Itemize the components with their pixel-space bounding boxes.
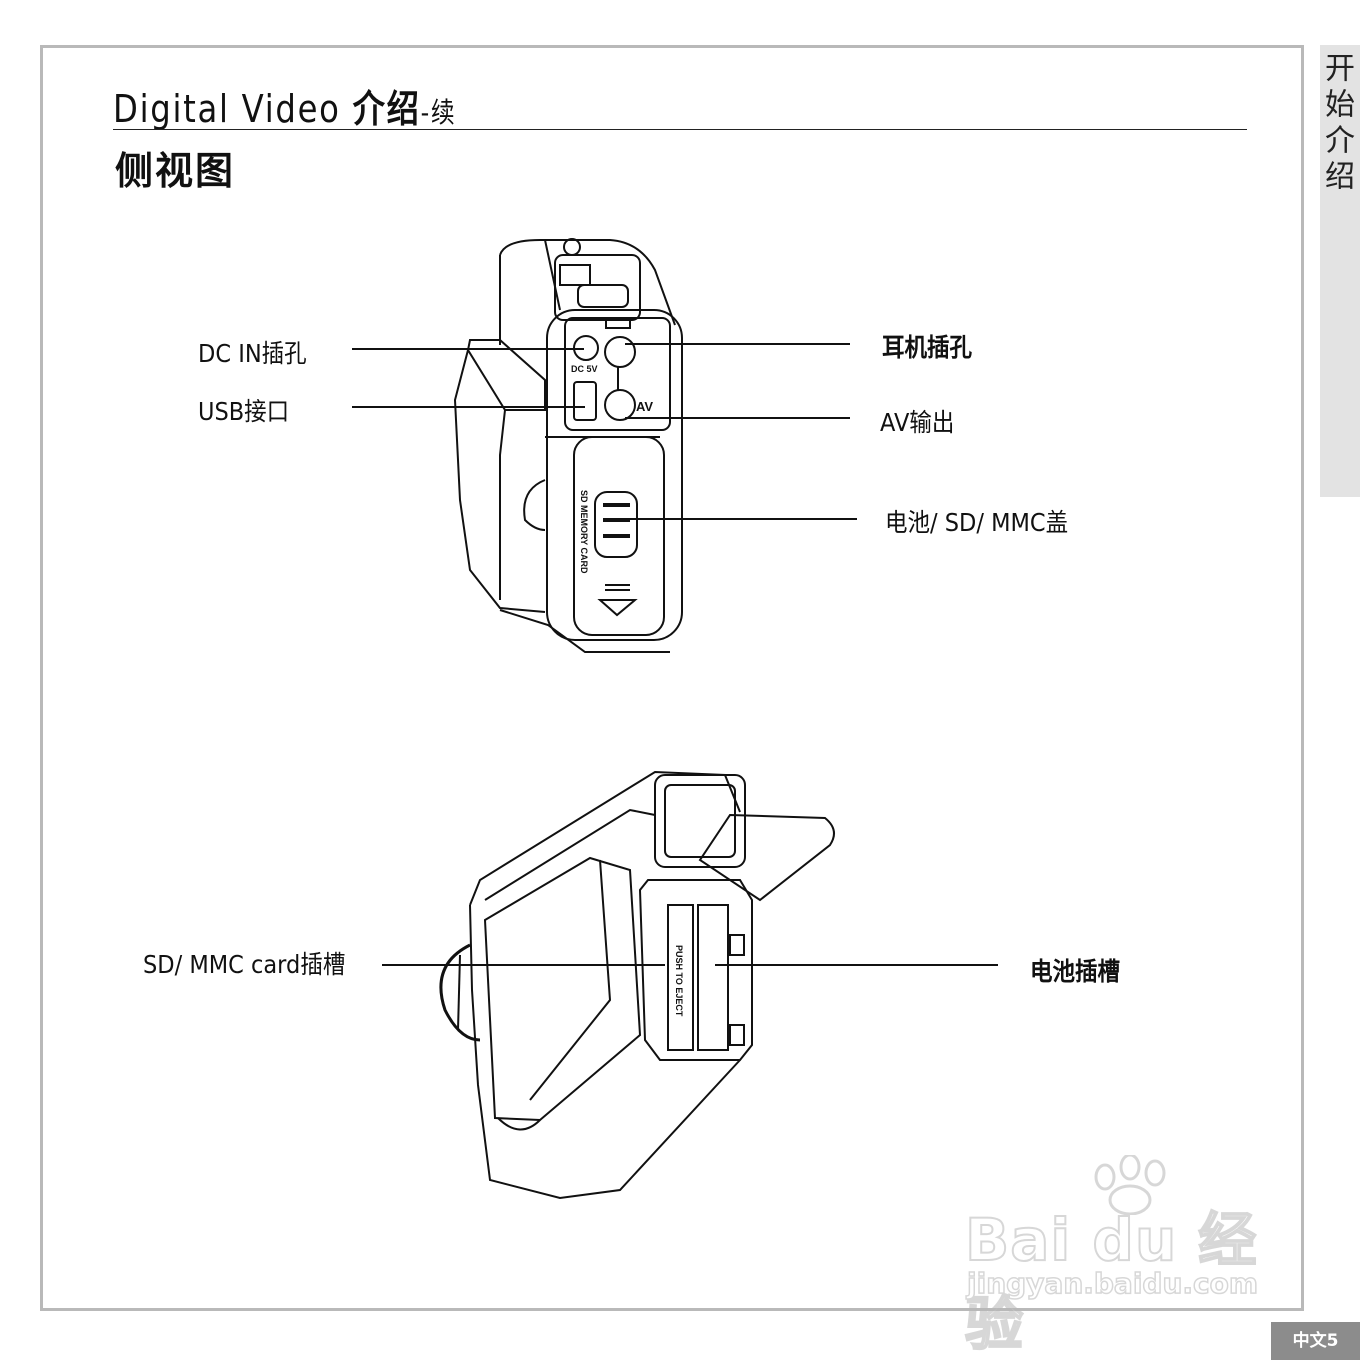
battery-cover-label: 电池/ SD/ MMC盖 bbox=[885, 508, 1069, 537]
page-number: 中文5 bbox=[1271, 1322, 1360, 1360]
dc-jack-print: DC 5V bbox=[571, 364, 598, 374]
dc-in-label: DC IN插孔 bbox=[198, 339, 307, 368]
watermark-url: jingyan.baidu.com bbox=[966, 1266, 1259, 1301]
paw-icon bbox=[1094, 1155, 1166, 1215]
open-compartment-drawing bbox=[439, 770, 835, 1200]
section-title: 侧视图 bbox=[115, 149, 236, 193]
page-header: Digital Video 介绍-续 bbox=[113, 78, 456, 133]
earphone-label: 耳机插孔 bbox=[882, 333, 973, 362]
sd-slot-label: SD/ MMC card插槽 bbox=[143, 950, 346, 979]
header-rule bbox=[113, 129, 1247, 130]
side-tab-label: 开始介绍 bbox=[1319, 52, 1354, 196]
page-frame bbox=[40, 45, 1304, 1311]
eject-print: PUSH TO EJECT bbox=[674, 945, 684, 1017]
watermark-brand: Bai du 经验 bbox=[964, 1205, 1258, 1359]
side-view-drawing bbox=[453, 238, 683, 653]
card-print: SD MEMORY CARD bbox=[579, 490, 589, 574]
av-out-label: AV输出 bbox=[880, 408, 955, 437]
device-print: DC 5V AV SD MEMORY CARD PUSH TO EJECT bbox=[571, 364, 684, 1017]
side-tab bbox=[1320, 45, 1360, 497]
header-title-latin: Digital Video bbox=[113, 87, 353, 131]
header-title-cjk: 介绍 bbox=[352, 87, 421, 131]
callout-lines bbox=[352, 343, 998, 966]
baidu-watermark: Bai du 经验 jingyan.baidu.com bbox=[964, 1155, 1285, 1359]
usb-label: USB接口 bbox=[198, 397, 290, 426]
header-title-suffix: -续 bbox=[420, 96, 457, 129]
av-jack-print: AV bbox=[636, 399, 653, 414]
battery-slot-label: 电池插槽 bbox=[1030, 957, 1121, 986]
